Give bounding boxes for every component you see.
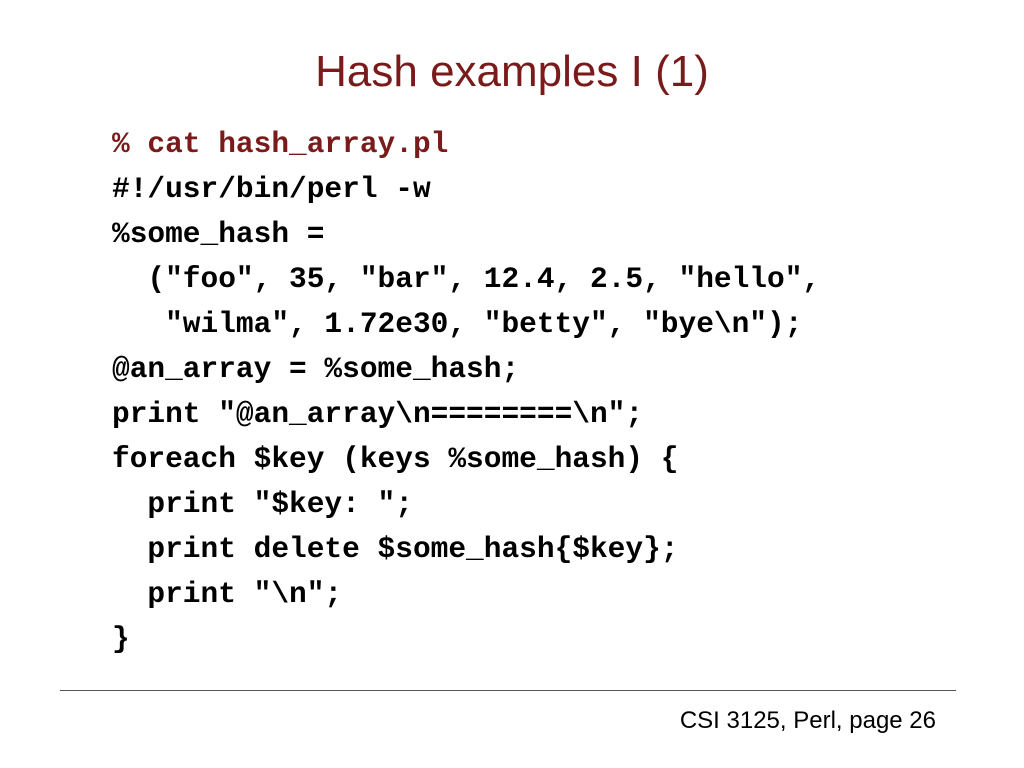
code-line: @an_array = %some_hash; [112,352,520,386]
code-line: foreach $key (keys %some_hash) { [112,442,679,476]
code-line: print "$key: "; [112,487,413,521]
code-line: #!/usr/bin/perl -w [112,172,431,206]
footer-divider [60,690,956,691]
code-line: } [112,622,130,656]
code-line: print delete $some_hash{$key}; [112,532,679,566]
code-line: ("foo", 35, "bar", 12.4, 2.5, "hello", [112,262,821,296]
code-block: % cat hash_array.pl #!/usr/bin/perl -w %… [112,122,972,662]
code-line: print "@an_array\n========\n"; [112,397,644,431]
page-footer: CSI 3125, Perl, page 26 [679,707,936,734]
code-line: print "\n"; [112,577,343,611]
slide-title: Hash examples I (1) [315,47,709,96]
code-line: "wilma", 1.72e30, "betty", "bye\n"); [112,307,803,341]
code-line: %some_hash = [112,217,325,251]
code-line: % cat hash_array.pl [112,127,449,161]
